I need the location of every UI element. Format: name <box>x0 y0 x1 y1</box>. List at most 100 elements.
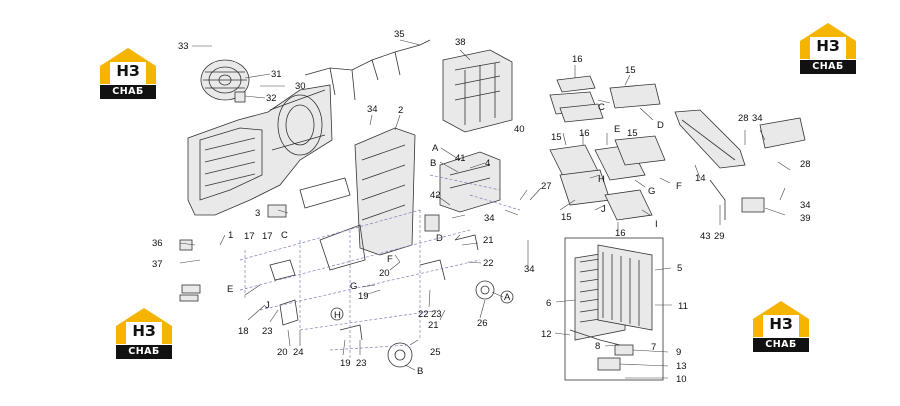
callout: 34 <box>484 213 495 224</box>
callout: G <box>350 281 357 292</box>
callout: 25 <box>430 347 441 358</box>
circled-markers <box>330 290 514 321</box>
assembly-lines <box>239 174 521 360</box>
callout: F <box>676 181 682 192</box>
callout: C <box>281 230 288 241</box>
callout: J <box>265 300 270 311</box>
sensor <box>709 179 726 220</box>
callout: 5 <box>677 263 682 274</box>
blower-fan <box>200 59 250 103</box>
callout: 16 <box>579 128 590 139</box>
control-module <box>442 49 513 133</box>
callout: 2 <box>398 105 403 116</box>
callout: B <box>417 366 423 377</box>
callout: G <box>648 186 655 197</box>
callout: A <box>432 143 439 154</box>
duct <box>674 109 806 169</box>
callout: 20 <box>277 347 288 358</box>
callout: 21 <box>428 320 439 331</box>
callout: I <box>655 219 658 230</box>
callout: 17 <box>244 231 255 242</box>
callout: E <box>614 124 620 135</box>
callout: 40 <box>514 124 525 135</box>
logo-roof-icon <box>116 308 172 344</box>
brand-logo: НЗ СНАБ <box>100 48 156 100</box>
logo-roof-icon <box>753 301 809 337</box>
callout: 23 <box>356 358 367 369</box>
callout: 33 <box>178 41 189 52</box>
callout: 42 <box>430 190 441 201</box>
callout: 28 <box>800 159 811 170</box>
callout: 19 <box>358 291 369 302</box>
callout: 7 <box>651 342 656 353</box>
callout: 22 <box>483 258 494 269</box>
callout: H <box>334 310 341 321</box>
brand-logo: НЗ СНАБ <box>800 23 856 75</box>
callout: 15 <box>627 128 638 139</box>
callout: 39 <box>800 213 811 224</box>
callout: 34 <box>367 104 378 115</box>
callout: 12 <box>541 329 552 340</box>
callout: 32 <box>266 93 277 104</box>
callout: 34 <box>752 113 763 124</box>
filter-set <box>549 75 666 221</box>
logo-mark: НЗ <box>132 322 156 340</box>
callout: 26 <box>477 318 488 329</box>
callout: D <box>657 120 664 131</box>
callout: 15 <box>551 132 562 143</box>
callout: 20 <box>379 268 390 279</box>
callout: 34 <box>800 200 811 211</box>
linkage-parts <box>179 204 495 368</box>
callout: H <box>598 174 605 185</box>
callout: 3 <box>255 208 260 219</box>
callout: B <box>430 158 436 169</box>
callout: 41 <box>455 153 466 164</box>
callout: 16 <box>572 54 583 65</box>
logo-subtitle: СНАБ <box>116 345 172 359</box>
logo-subtitle: СНАБ <box>100 85 156 99</box>
callout: 17 <box>262 231 273 242</box>
callout: 15 <box>561 212 572 223</box>
callout: F <box>387 254 393 265</box>
logo-subtitle: СНАБ <box>753 338 809 352</box>
logo-roof-icon <box>800 23 856 59</box>
callout: 11 <box>678 301 688 312</box>
callout: 19 <box>340 358 351 369</box>
callout: 13 <box>676 361 687 372</box>
callout: 24 <box>293 347 304 358</box>
callout: 10 <box>676 374 687 385</box>
leader-lines <box>179 39 791 379</box>
callout: 37 <box>152 259 163 270</box>
brand-logo: НЗ СНАБ <box>753 301 809 353</box>
callout: C <box>598 102 605 113</box>
callout: D <box>436 233 443 244</box>
main-housing <box>187 84 333 216</box>
callout: 16 <box>615 228 626 239</box>
callout: 29 <box>714 231 725 242</box>
callout: 27 <box>541 181 552 192</box>
callout: 6 <box>546 298 551 309</box>
wiring-harness <box>304 39 431 101</box>
callout: 8 <box>595 341 600 352</box>
callout: 30 <box>295 81 306 92</box>
callout: A <box>504 292 511 303</box>
callout: J <box>601 204 606 215</box>
callout: 21 <box>483 235 494 246</box>
logo-subtitle: СНАБ <box>800 60 856 74</box>
callout: 28 <box>738 113 749 124</box>
callout: 38 <box>455 37 466 48</box>
logo-mark: НЗ <box>116 62 140 80</box>
callout: 15 <box>625 65 636 76</box>
brand-logo: НЗ СНАБ <box>116 308 172 360</box>
logo-mark: НЗ <box>816 37 840 55</box>
callout: 23 <box>431 309 442 320</box>
callout: 4 <box>485 158 490 169</box>
callout: 34 <box>524 264 535 275</box>
callout: 31 <box>271 69 282 80</box>
callout: 23 <box>262 326 273 337</box>
callout: 9 <box>676 347 681 358</box>
callout: E <box>227 284 233 295</box>
callout: 14 <box>695 173 706 184</box>
